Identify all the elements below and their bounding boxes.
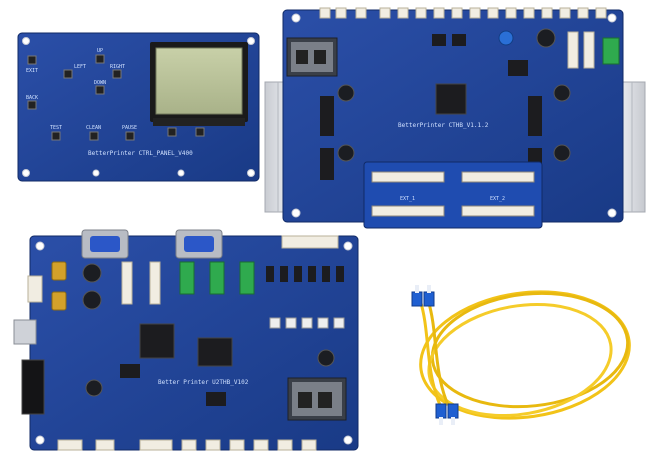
capacitors — [337, 28, 571, 162]
main-capacitors — [82, 263, 335, 397]
idc-header — [21, 359, 45, 415]
head-board-name: BetterPrinter CTHB_V1.1.2 — [398, 122, 489, 129]
mosfet-row — [266, 266, 344, 282]
fiber-optic-cable-icon — [418, 290, 631, 420]
label-up: UP — [97, 48, 103, 54]
ffc-header-1 — [121, 261, 133, 305]
fiber-connectors — [411, 285, 459, 425]
panel-board-name: BetterPrinter CTRL_PANEL_V400 — [88, 150, 193, 157]
ffc-header-2 — [149, 261, 161, 305]
green-terminals — [179, 261, 255, 295]
main-fiber-transceiver — [287, 377, 347, 421]
header-right-2 — [583, 31, 595, 69]
vga-connectors — [81, 229, 223, 259]
usb-port — [13, 319, 37, 345]
label-pause: PAUSE — [122, 125, 137, 131]
small-components — [269, 317, 345, 329]
green-terminal — [602, 37, 620, 65]
label-back: BACK — [26, 95, 38, 101]
yellow-capacitors — [51, 261, 67, 311]
label-right: RIGHT — [110, 64, 125, 70]
fiber-transceiver — [286, 37, 338, 77]
head-board: BetterPrinter CTHB_V1.1.2 EXT_1 EXT_2 — [264, 7, 646, 229]
main-board-name: Better Printer U2THB_V102 — [158, 379, 249, 386]
label-test: TEST — [50, 125, 62, 131]
header-right-1 — [567, 31, 579, 69]
label-ext2: EXT_2 — [490, 196, 505, 202]
main-board: Better Printer U2THB_V102 — [13, 229, 359, 451]
label-ext1: EXT_1 — [400, 196, 415, 202]
top-connectors — [319, 7, 607, 19]
control-panel-board: EXIT LEFT UP RIGHT DOWN BACK TEST CLEAN … — [17, 32, 260, 182]
ext-daughter-board: EXT_1 EXT_2 — [363, 161, 543, 229]
main-ic-chips — [120, 323, 233, 406]
panel-buttons — [27, 54, 205, 141]
label-clean: CLEAN — [86, 125, 101, 131]
label-down: DOWN — [94, 80, 106, 86]
label-exit: EXIT — [26, 68, 38, 74]
bottom-headers — [57, 439, 317, 451]
main-top-header — [281, 235, 339, 249]
side-header — [27, 275, 43, 303]
lcd-screen — [150, 42, 248, 126]
label-left: LEFT — [74, 64, 86, 70]
